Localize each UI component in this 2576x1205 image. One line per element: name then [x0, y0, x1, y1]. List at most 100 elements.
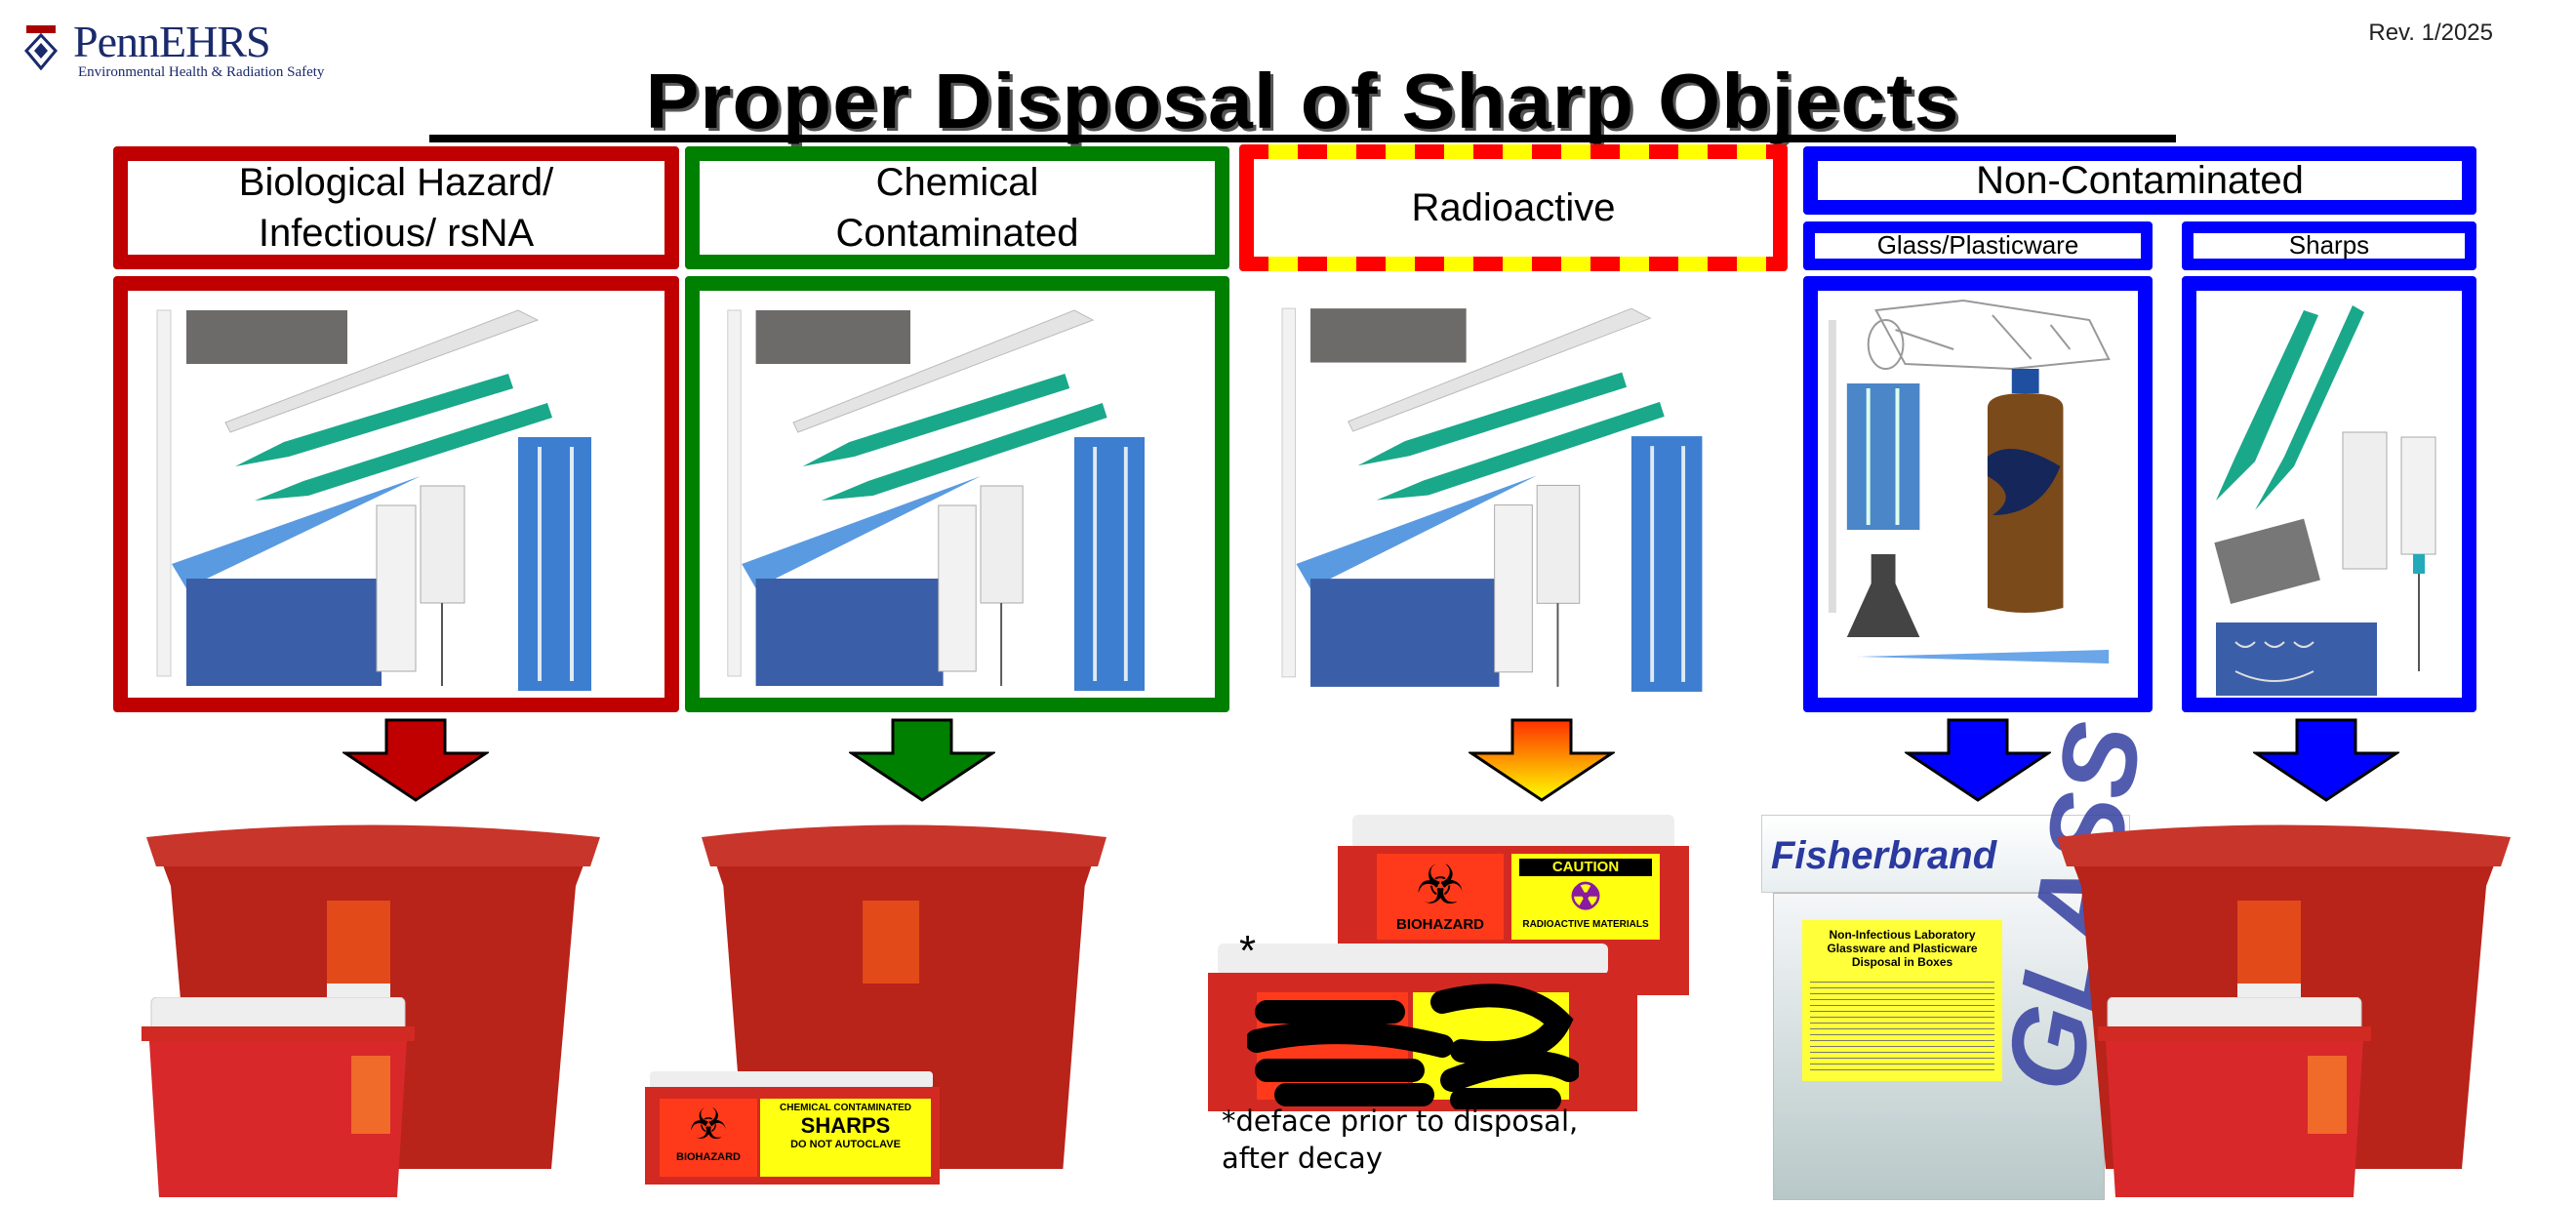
suture-needles-photo — [186, 579, 382, 686]
header-line: Biological Hazard/ — [238, 161, 554, 204]
biohazard-icon: ☣ — [1415, 854, 1466, 915]
instruction-label: Non-Infectious Laboratory Glassware and … — [1802, 920, 2002, 1081]
serological-pipette-icon — [1281, 307, 1297, 678]
glass-pipettes-photo — [518, 437, 591, 691]
caution-text: CAUTION — [1519, 859, 1652, 876]
note-line: *deface prior to disposal, — [1222, 1105, 1579, 1138]
label-main: SHARPS — [800, 1113, 891, 1138]
pipette-tip-icon — [1296, 475, 1538, 589]
syringe-icon — [376, 504, 417, 672]
header-radioactive: Radioactive — [1239, 144, 1788, 271]
label-sub: DO NOT AUTOCLAVE — [790, 1139, 901, 1150]
container-lid — [1218, 944, 1608, 975]
razor-blade-icon — [186, 310, 347, 364]
image-panel-chemical — [685, 276, 1229, 712]
biohazard-text: BIOHAZARD — [1396, 916, 1484, 933]
biohazard-label: ☣ BIOHAZARD — [660, 1099, 757, 1177]
header-chemical-contaminated: Chemical Contaminated — [685, 146, 1229, 269]
header-biological-hazard: Biological Hazard/ Infectious/ rsNA — [113, 146, 679, 269]
subheader-glass-plasticware: Glass/Plasticware — [1803, 221, 2153, 270]
scalpel-icon — [1376, 401, 1665, 501]
transfer-pipette-icon — [792, 309, 1095, 433]
transfer-pipette-icon — [224, 309, 540, 433]
broken-glass-icon — [1867, 299, 2111, 371]
chemical-sharps-tray: ☣ BIOHAZARD CHEMICAL CONTAMINATED SHARPS… — [645, 1071, 940, 1185]
scalpel-icon — [802, 374, 1070, 466]
pipette-tip-icon — [742, 476, 981, 588]
scalpel-icon — [821, 403, 1107, 501]
syringe-with-needle-icon — [420, 485, 465, 604]
pipette-tip-icon — [1856, 650, 2110, 663]
penn-shield-icon — [24, 25, 59, 70]
pipettes-photo — [1846, 383, 1920, 530]
biohazard-text: BIOHAZARD — [676, 1151, 741, 1163]
scalpel-icon — [235, 374, 513, 466]
small-red-bin-icon — [2098, 996, 2371, 1197]
erlenmeyer-flask-icon — [1846, 554, 1920, 637]
biohazard-label: ☣ BIOHAZARD — [1377, 854, 1504, 940]
biohazard-icon: ☣ — [689, 1101, 728, 1148]
header-line: Infectious/ rsNA — [258, 212, 535, 255]
serological-pipette-icon — [727, 309, 742, 677]
label-title: CHEMICAL CONTAMINATED — [780, 1103, 911, 1113]
radiation-trefoil-icon: ☢ — [1568, 877, 1603, 918]
label-title: Non-Infectious Laboratory Glassware and … — [1827, 928, 1978, 969]
small-red-sharps-container — [2098, 996, 2371, 1200]
image-panel-sharps — [2182, 276, 2476, 712]
header-non-contaminated: Non-Contaminated — [1803, 146, 2476, 215]
small-red-bin-icon — [141, 996, 415, 1197]
pipette-tip-icon — [172, 476, 421, 588]
scalpel-icon — [1357, 372, 1628, 466]
arrow-down-red-icon — [342, 718, 489, 802]
scalpel-icon — [2216, 305, 2364, 510]
arrow-down-radioactive-icon — [1469, 718, 1615, 802]
razor-blade-icon — [2214, 518, 2320, 605]
radioactive-caution-label: CAUTION ☢ RADIOACTIVE MATERIALS — [1511, 854, 1660, 940]
revision-date: Rev. 1/2025 — [2368, 20, 2493, 46]
suture-needles-photo — [2216, 623, 2377, 696]
image-panel-glass-plasticware — [1803, 276, 2153, 712]
header-line: Chemical — [875, 161, 1039, 204]
glass-pipettes-photo — [1074, 437, 1145, 691]
serological-pipette-icon — [156, 309, 172, 677]
defacement-scribble — [1247, 984, 1579, 1109]
sharps-illustration — [2214, 305, 2436, 696]
razor-blade-icon — [755, 310, 910, 364]
suture-needles-photo — [1310, 579, 1500, 687]
scalpel-icon — [255, 403, 552, 501]
asterisk-marker: * — [1239, 927, 1257, 975]
label-fine-print — [1810, 977, 1994, 1074]
syringe-icon — [1494, 504, 1533, 673]
container-lid — [1352, 815, 1674, 850]
arrow-down-blue-icon — [2253, 718, 2399, 802]
syringe-with-needle-icon — [980, 485, 1024, 604]
razor-blade-icon — [1310, 308, 1467, 363]
amber-bottle-icon — [1987, 369, 2064, 613]
radioactive-text: RADIOACTIVE MATERIALS — [1522, 919, 1649, 930]
tray-lid — [650, 1071, 933, 1089]
syringe-with-needle-icon — [1536, 484, 1581, 604]
subheader-label: Sharps — [2288, 230, 2370, 261]
image-panel-biological — [113, 276, 679, 712]
page-title: Proper Disposal of Sharp Objects — [645, 58, 1960, 144]
defaced-radioactive-container — [1208, 944, 1637, 1111]
chemical-sharps-label: CHEMICAL CONTAMINATED SHARPS DO NOT AUTO… — [760, 1099, 931, 1177]
sharps-items-illustration — [1281, 307, 1703, 692]
logo-text: PennEHRS — [73, 17, 271, 66]
arrow-down-green-icon — [849, 718, 995, 802]
transfer-pipette-icon — [1348, 307, 1652, 432]
deface-note: *deface prior to disposal, after decay — [1222, 1103, 1578, 1177]
penn-ehrs-logo: PennEHRS Environmental Health & Radiatio… — [24, 17, 385, 80]
syringe-icon — [2342, 431, 2436, 671]
arrow-down-blue-icon — [1905, 718, 2051, 802]
sharps-items-illustration — [727, 309, 1145, 691]
syringe-icon — [938, 504, 977, 672]
note-line: after decay — [1222, 1142, 1383, 1175]
logo-subtitle: Environmental Health & Radiation Safety — [78, 64, 325, 80]
glass-pipettes-photo — [1630, 436, 1703, 692]
fisherbrand-logo: Fisherbrand — [1771, 834, 1997, 877]
image-panel-radioactive — [1239, 274, 1788, 713]
glassware-illustration — [1828, 299, 2111, 663]
header-line: Non-Contaminated — [1976, 159, 2304, 202]
header-line: Contaminated — [835, 212, 1079, 255]
